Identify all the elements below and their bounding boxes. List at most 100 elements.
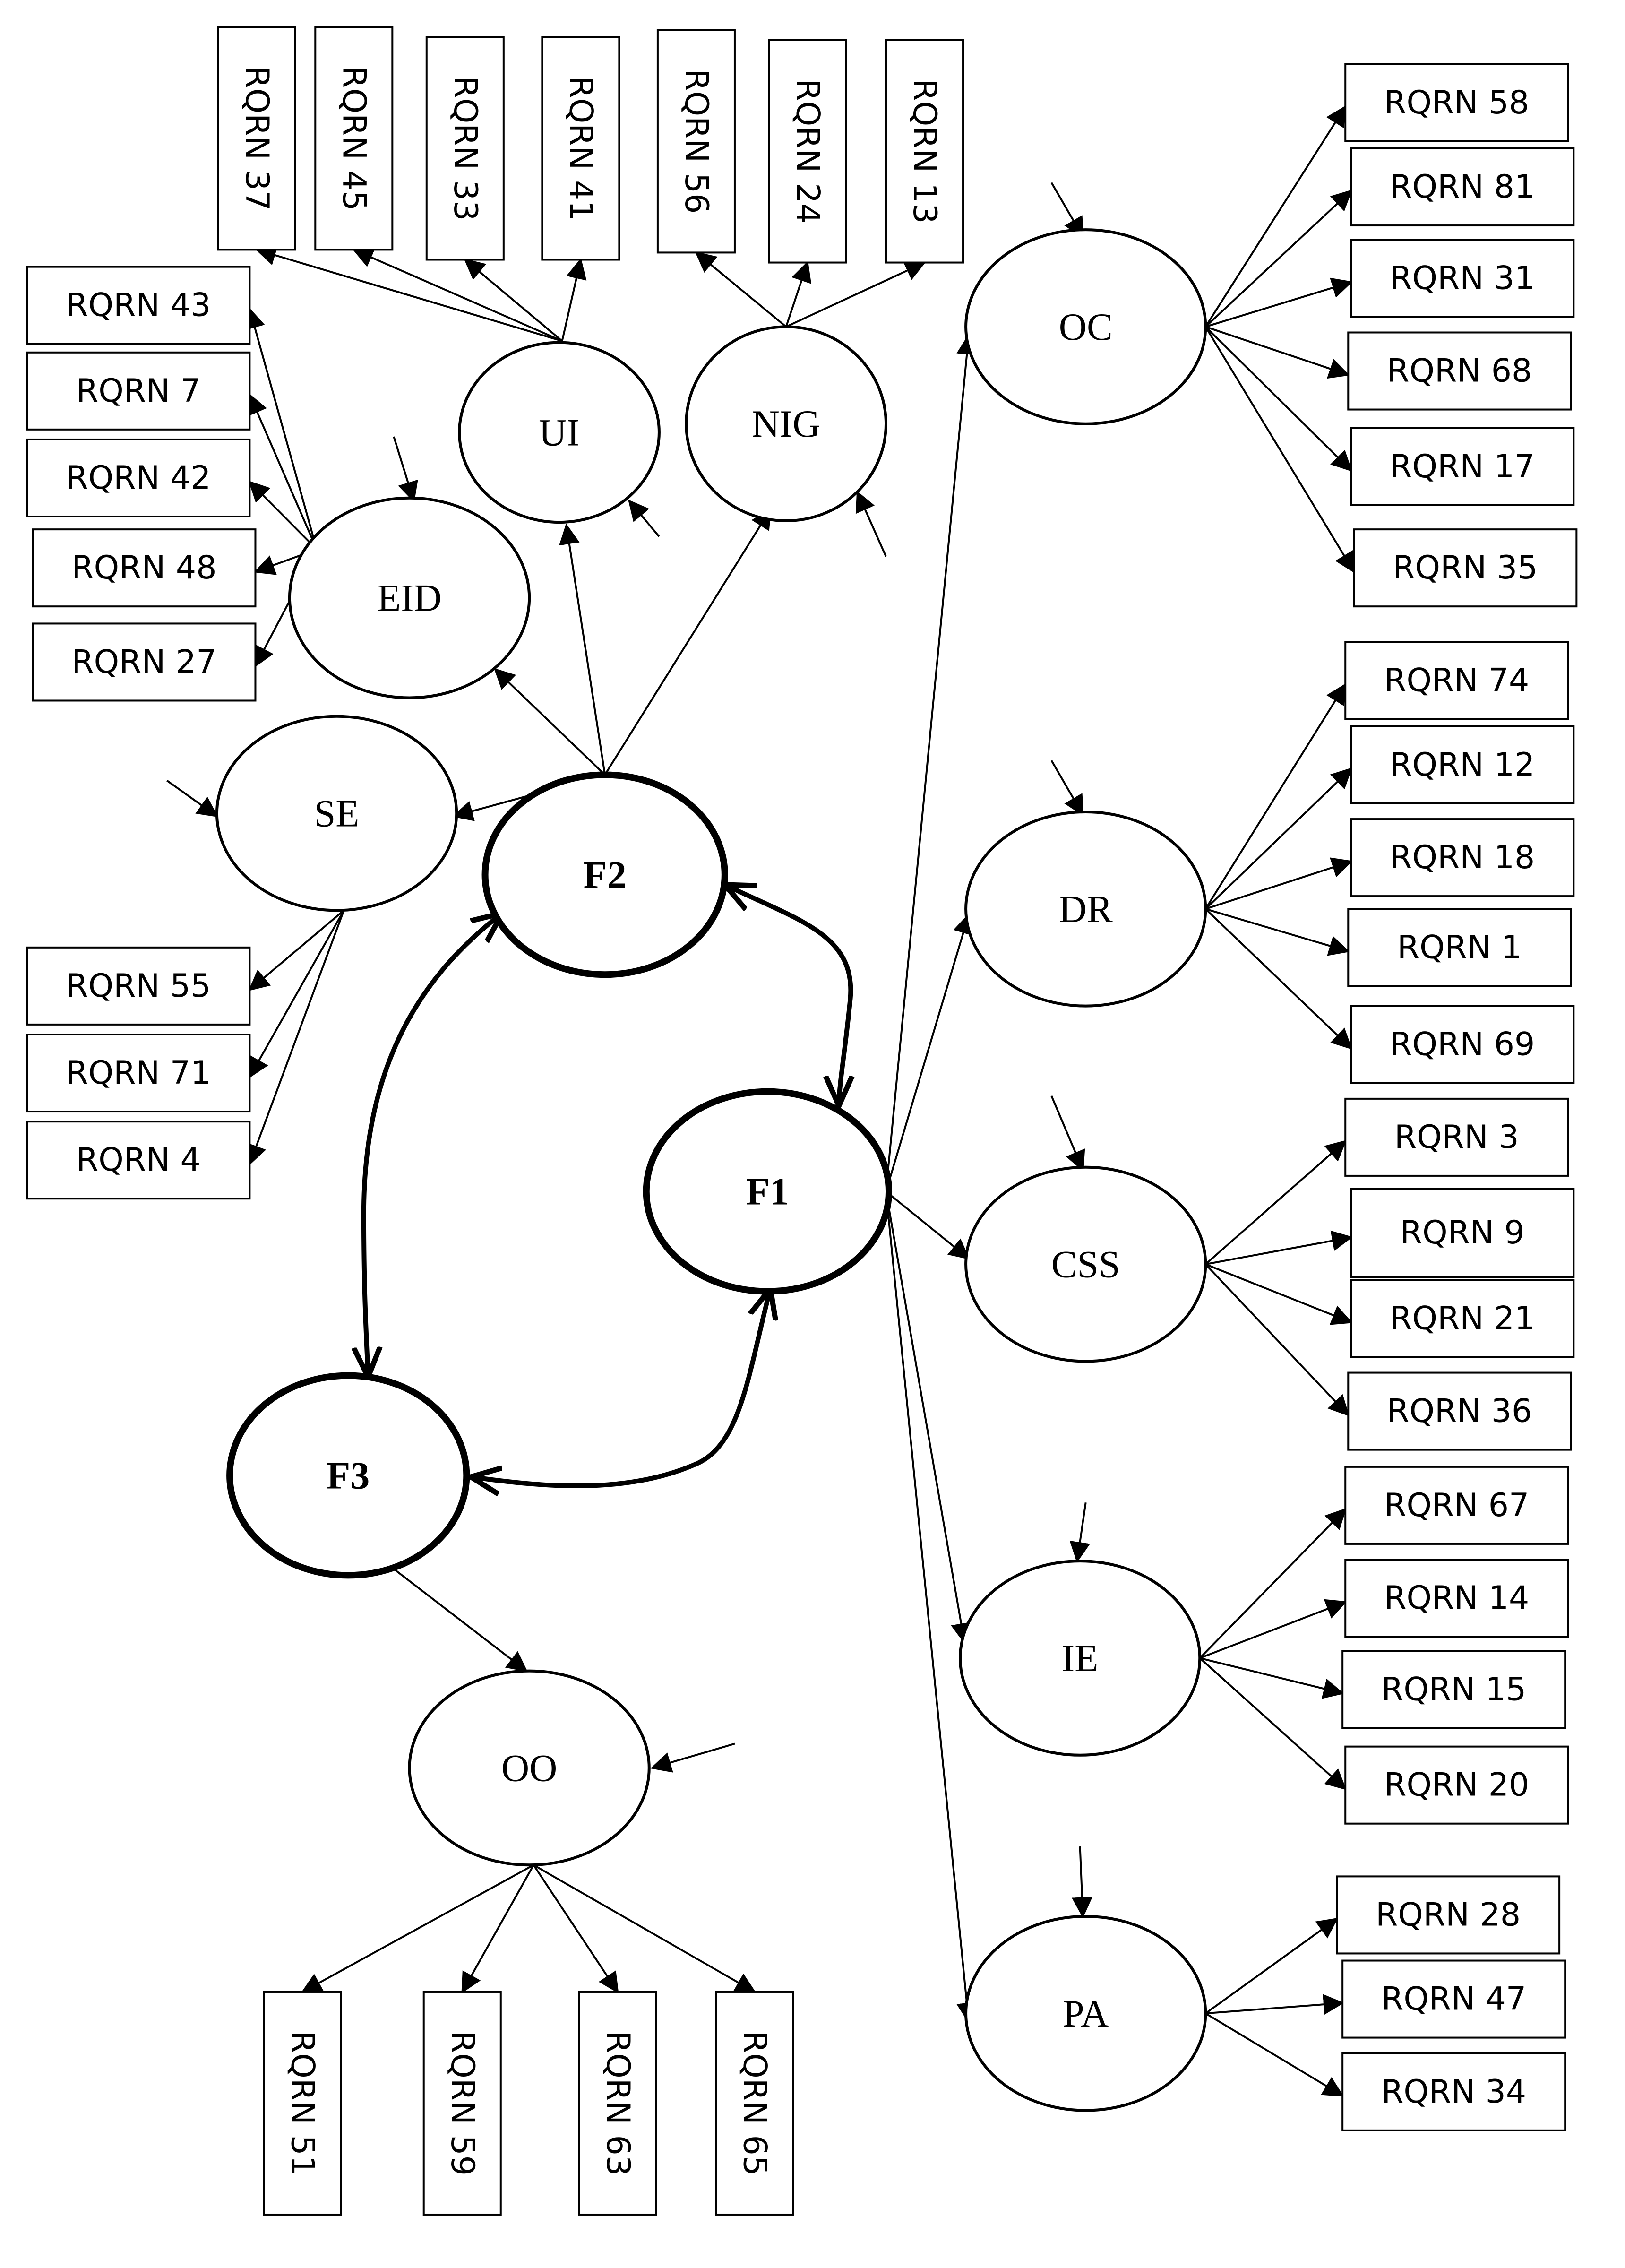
indicator-rqrn9: RQRN 9 (1350, 1188, 1575, 1278)
loading-ie-rqrn20 (1199, 1657, 1347, 1790)
indicator-box (1350, 1005, 1575, 1084)
latent-oc: OC (964, 228, 1207, 425)
indicator-rqrn7: RQRN 7 (26, 351, 251, 431)
indicator-rqrn47: RQRN 47 (1341, 1959, 1566, 2039)
loading-ui-rqrn37 (255, 245, 563, 342)
indicator-box (656, 29, 736, 254)
indicator-box (1344, 63, 1569, 142)
factor-f2: F2 (481, 771, 728, 978)
indicator-box (1344, 1745, 1569, 1825)
loading-eid-rqrn43 (245, 307, 318, 550)
error-arrow-se (166, 779, 218, 818)
loading-se-rqrn55 (248, 909, 344, 991)
loading-f2-ui (559, 523, 606, 775)
latent-eid-ellipse (288, 496, 531, 699)
latent-se: SE (215, 715, 458, 912)
loading-f1-oc (885, 333, 978, 1192)
indicator-rqrn31: RQRN 31 (1350, 239, 1575, 318)
latent-ui-label: UI (539, 411, 580, 454)
loading-nig-rqrn56 (695, 251, 787, 328)
indicator-rqrn18: RQRN 18 (1350, 818, 1575, 897)
loading-oc-rqrn17 (1204, 326, 1352, 472)
indicator-box (541, 36, 620, 261)
error-arrow-pa (1072, 1846, 1092, 1918)
loading-ie-rqrn14 (1199, 1599, 1347, 1659)
indicator-box (1341, 2052, 1566, 2131)
indicator-rqrn41: RQRN 41 (541, 36, 620, 261)
indicator-label: RQRN 20 (1384, 1767, 1529, 1804)
loading-dr-rqrn1 (1205, 908, 1350, 956)
indicator-label: RQRN 28 (1376, 1896, 1521, 1933)
loading-ie-rqrn67 (1199, 1508, 1347, 1659)
loading-css-rqrn3 (1204, 1140, 1347, 1265)
latent-pa-label: PA (1063, 1992, 1109, 2035)
indicator-box (1341, 1959, 1566, 2039)
indicator-box (26, 1121, 251, 1200)
loading-ui-rqrn33 (464, 259, 563, 342)
indicator-rqrn4: RQRN 4 (26, 1121, 251, 1200)
latent-oo: OO (408, 1669, 651, 1867)
edges-layer (166, 105, 1355, 2097)
loading-f3-oo (390, 1566, 528, 1672)
indicator-rqrn21: RQRN 21 (1350, 1279, 1575, 1358)
indicator-label: RQRN 63 (599, 2031, 636, 2176)
indicator-rqrn35: RQRN 35 (1353, 528, 1578, 608)
loading-se-rqrn4 (246, 910, 345, 1166)
indicator-label: RQRN 9 (1400, 1214, 1525, 1251)
loading-css-rqrn21 (1205, 1263, 1353, 1325)
indicator-label: RQRN 1 (1397, 929, 1522, 966)
indicator-label: RQRN 17 (1390, 448, 1535, 485)
indicator-label: RQRN 24 (789, 79, 826, 224)
indicator-box (1344, 1097, 1569, 1177)
factor-f2-label: F2 (584, 853, 627, 896)
indicator-box (885, 39, 964, 264)
indicator-label: RQRN 74 (1384, 662, 1529, 699)
indicator-rqrn42: RQRN 42 (26, 438, 251, 517)
indicator-rqrn51: RQRN 51 (263, 1991, 342, 2216)
indicator-box (1344, 1466, 1569, 1545)
indicator-rqrn12: RQRN 12 (1350, 725, 1575, 804)
factor-f1-label: F1 (746, 1170, 789, 1213)
indicator-box (217, 26, 296, 251)
error-arrow-oo (650, 1742, 735, 1773)
indicator-label: RQRN 13 (906, 79, 943, 224)
indicator-label: RQRN 15 (1381, 1671, 1526, 1708)
indicator-box (26, 351, 251, 431)
indicator-box (1350, 1279, 1575, 1358)
indicator-rqrn81: RQRN 81 (1350, 147, 1575, 227)
indicator-rqrn55: RQRN 55 (26, 946, 251, 1026)
indicator-rqrn36: RQRN 36 (1347, 1371, 1572, 1451)
indicator-label: RQRN 27 (71, 643, 216, 681)
latent-dr: DR (964, 810, 1207, 1008)
indicator-label: RQRN 45 (335, 66, 372, 211)
latent-oc-label: OC (1059, 305, 1113, 348)
latent-ui-ellipse (458, 341, 661, 524)
indicator-box (1344, 641, 1569, 720)
latent-eid: EID (288, 496, 531, 699)
indicator-label: RQRN 37 (238, 66, 275, 211)
indicator-rqrn69: RQRN 69 (1350, 1005, 1575, 1084)
indicator-label: RQRN 4 (76, 1141, 201, 1179)
indicator-label: RQRN 21 (1390, 1300, 1535, 1337)
indicator-label: RQRN 58 (1384, 84, 1529, 121)
factor-f1-ellipse (643, 1088, 893, 1295)
indicator-label: RQRN 59 (444, 2031, 481, 2176)
indicator-rqrn56: RQRN 56 (656, 29, 736, 254)
latent-ui: UI (458, 341, 661, 524)
loading-dr-rqrn12 (1204, 767, 1352, 910)
indicator-box (1353, 528, 1578, 608)
latent-css-label: CSS (1051, 1243, 1120, 1286)
indicator-rqrn59: RQRN 59 (422, 1991, 502, 2216)
indicator-rqrn13: RQRN 13 (885, 39, 964, 264)
factor-f1: F1 (643, 1088, 893, 1295)
indicator-label: RQRN 34 (1381, 2073, 1526, 2111)
indicator-label: RQRN 33 (447, 76, 484, 221)
loading-eid-rqrn42 (248, 481, 318, 550)
indicator-label: RQRN 35 (1393, 549, 1538, 586)
indicator-label: RQRN 71 (66, 1054, 211, 1092)
latent-nig-label: NIG (752, 402, 821, 445)
loading-css-rqrn9 (1205, 1230, 1353, 1266)
error-arrow-nig (855, 491, 887, 557)
indicator-label: RQRN 69 (1390, 1026, 1535, 1063)
loading-se-rqrn71 (249, 910, 345, 1078)
